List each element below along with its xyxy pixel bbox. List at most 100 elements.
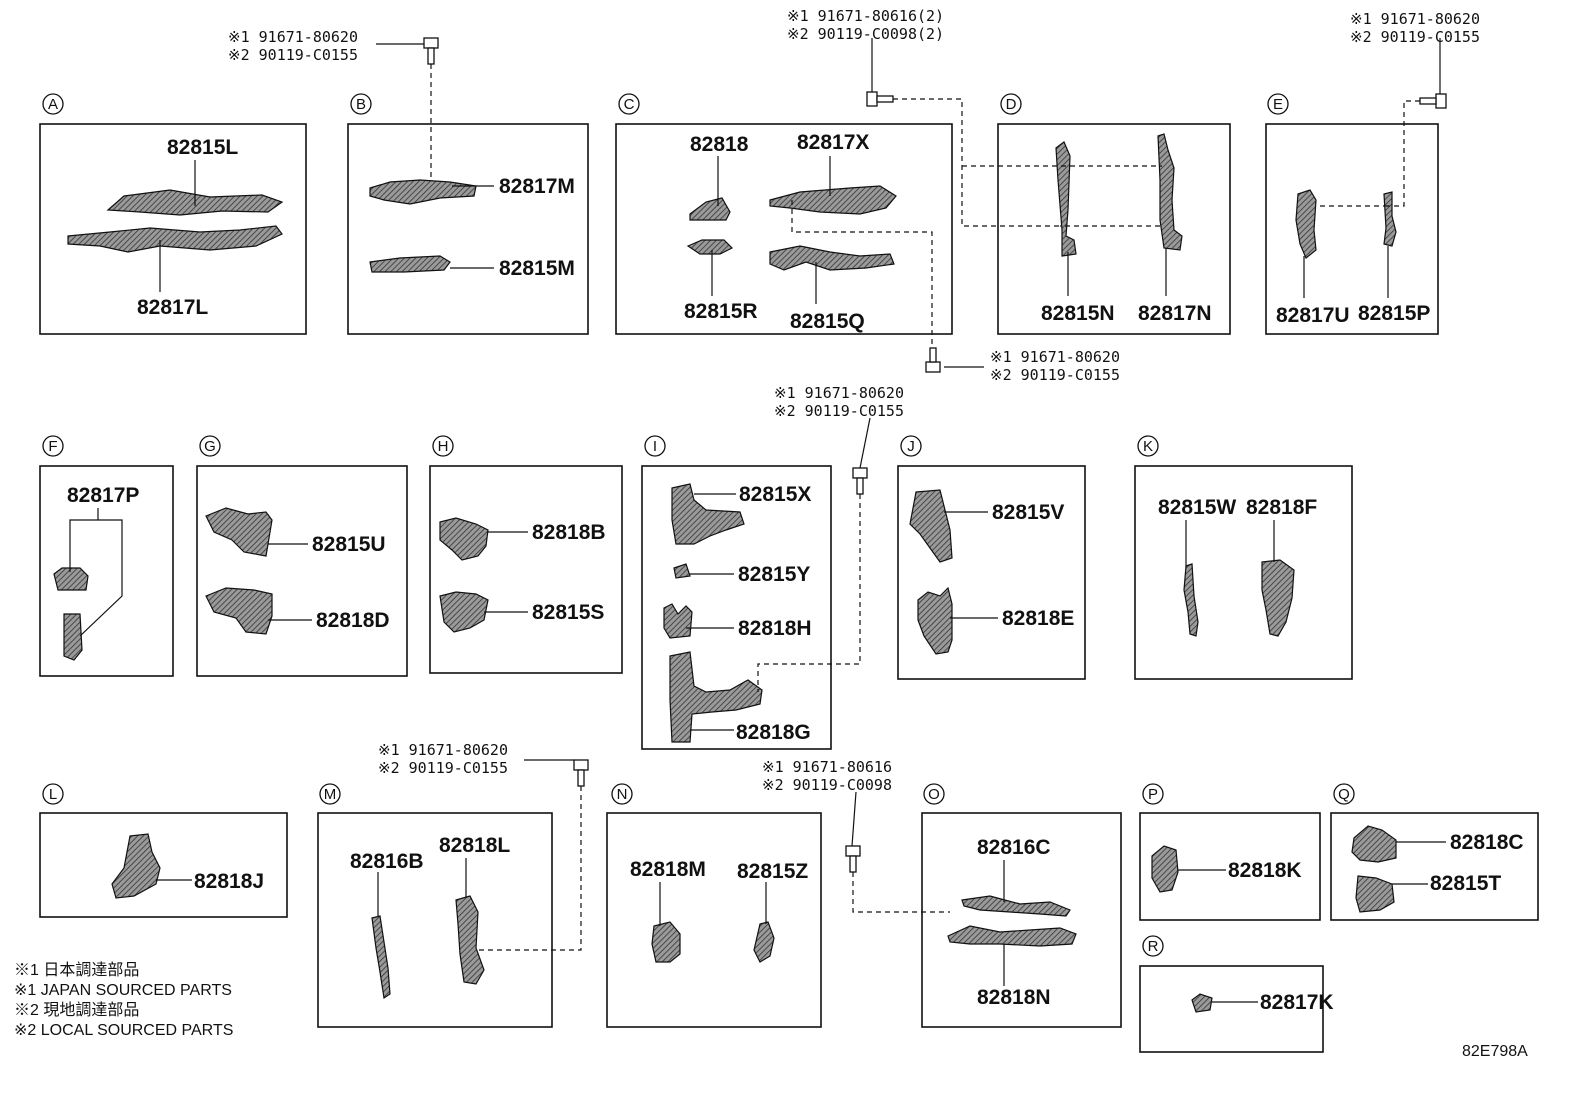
section-a-letter: A [42,93,64,115]
part-label-82815Y: 82815Y [738,563,810,586]
fastener-ref-line2: ※2 90119-C0155 [1350,28,1480,46]
part-label-82817U: 82817U [1276,304,1350,327]
section-f-letter: F [42,435,64,457]
part-82816C-shape [961,895,1071,917]
leader-lines [69,38,1446,1003]
part-label-82815X: 82815X [739,483,811,506]
section-n-letter: N [611,783,633,805]
fastener-ref-line1: ※1 91671-80616 [762,758,892,776]
bolt-icon [925,347,941,373]
part-label-82815U: 82815U [312,533,386,556]
section-box-n [606,812,822,1028]
svg-text:N: N [617,786,628,803]
section-c-letter: C [618,93,640,115]
section-box-i [641,465,832,750]
section-box-d [997,123,1231,335]
part-82818H-shape [663,603,693,639]
section-box-q [1330,812,1539,921]
part-label-82815P: 82815P [1358,302,1430,325]
diagram-code: 82E798A [1462,1043,1528,1060]
section-box-f [39,465,174,677]
section-box-k [1134,465,1353,680]
section-box-j [897,465,1086,680]
svg-text:F: F [48,438,57,455]
fastener-ref-line2: ※2 90119-C0098(2) [787,25,944,43]
part-shapes [53,133,1397,1013]
svg-text:I: I [653,438,657,455]
svg-text:E: E [1273,96,1283,113]
part-label-82818D: 82818D [316,609,390,632]
part-label-82818J: 82818J [194,870,264,893]
svg-text:A: A [48,96,58,113]
part-label-82815T: 82815T [1430,872,1501,895]
part-label-82818C: 82818C [1450,831,1524,854]
section-l-letter: L [42,783,64,805]
part-82817N-shape [1157,133,1183,251]
part-label-82815S: 82815S [532,601,604,624]
section-box-r [1139,965,1324,1053]
section-p-letter: P [1142,783,1164,805]
svg-text:G: G [204,438,216,455]
bolt-icon [573,759,589,787]
part-82818E-shape [917,586,953,655]
fastener-ref-line2: ※2 90119-C0098 [762,776,892,794]
part-label-82817M: 82817M [499,175,575,198]
svg-text:H: H [438,438,449,455]
part-label-82818M: 82818M [630,858,706,881]
section-e-letter: E [1267,93,1289,115]
legend-line: ※1 JAPAN SOURCED PARTS [14,982,232,999]
part-labels: 82815L 82817L 82817M 82815M 82818 82817X… [67,131,1524,1014]
fastener-ref-line1: ※1 91671-80620 [378,741,508,759]
svg-text:Q: Q [1338,786,1350,803]
section-o-letter: O [923,783,945,805]
part-82815N-shape [1055,141,1077,257]
part-82817P-upper-shape [53,567,89,591]
part-label-82818: 82818 [690,133,749,156]
part-label-82815Z: 82815Z [737,860,808,883]
part-label-82817X: 82817X [797,131,869,154]
part-82818J-shape [111,833,161,899]
part-82815W-shape [1183,563,1199,637]
part-82818M-shape [651,921,681,963]
svg-text:B: B [356,96,366,113]
fastener-ref-line1: ※1 91671-80620 [990,348,1120,366]
part-82818D-shape [205,587,273,635]
part-82818K-shape [1151,845,1179,893]
section-box-o [921,812,1122,1028]
part-label-82815L: 82815L [167,136,238,159]
part-label-82817N: 82817N [1138,302,1212,325]
part-label-82815R: 82815R [684,300,758,323]
section-q-letter: Q [1333,783,1355,805]
section-k-letter: K [1137,435,1159,457]
section-g-letter: G [199,435,221,457]
part-label-82815M: 82815M [499,257,575,280]
section-boxes [39,123,1539,1053]
svg-text:C: C [624,96,635,113]
section-j-letter: J [900,435,922,457]
part-82818L-shape [455,895,485,985]
legend-line: ※2 現地調達部品 [14,1001,139,1019]
part-82817M-shape [369,179,477,205]
section-box-c [615,123,953,335]
fastener-ref-line2: ※2 90119-C0155 [774,402,904,420]
section-box-g [196,465,408,677]
svg-text:L: L [49,786,57,803]
section-h-letter: H [432,435,454,457]
section-box-m [317,812,553,1028]
part-82815S-shape [439,591,489,633]
fastener-ref-line2: ※2 90119-C0155 [228,46,358,64]
bolt-icon [852,467,868,495]
fastener-ref-line1: ※1 91671-80620 [774,384,904,402]
part-82818C-shape [1351,825,1397,863]
part-82818N-shape [947,925,1077,947]
part-label-82817P: 82817P [67,484,139,507]
part-label-82817L: 82817L [137,296,208,319]
section-r-letter: R [1142,935,1164,957]
fastener-ref-line1: ※1 91671-80620 [228,28,358,46]
legend-line: ※1 日本調達部品 [14,961,139,979]
section-box-b [347,123,589,335]
fastener-ref-line2: ※2 90119-C0155 [378,759,508,777]
section-i-letter: I [644,435,666,457]
part-82815R-shape [686,239,734,255]
part-label-82818G: 82818G [736,721,811,744]
